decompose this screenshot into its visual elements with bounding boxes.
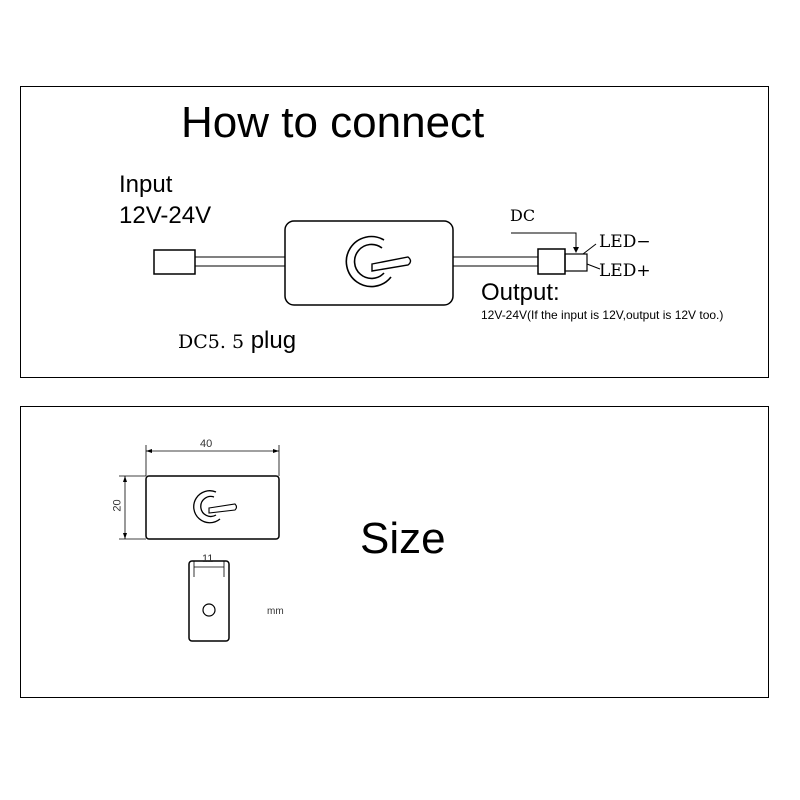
- side-view-hole: [202, 603, 216, 617]
- connect-panel: How to connect Input 12V-24V DC LED− LED…: [20, 86, 769, 378]
- dimension-length: 40: [200, 438, 213, 450]
- size-drawing: [119, 445, 280, 642]
- input-label: Input: [119, 171, 173, 198]
- plug-label: DC5. 5 plug: [178, 329, 296, 353]
- dimension-depth: 11: [202, 553, 214, 565]
- led-minus-label: LED−: [599, 232, 651, 252]
- wiring-diagram: [153, 220, 601, 306]
- output-plug-tip: [564, 253, 588, 272]
- input-voltage: 12V-24V: [119, 202, 212, 229]
- size-panel: Size 40 20 11 mm: [20, 406, 769, 698]
- switch-front-view: [145, 475, 280, 540]
- dc-label: DC: [510, 206, 536, 225]
- output-label: Output:: [481, 279, 560, 306]
- switch-side-view: [188, 560, 230, 642]
- output-note: 12V-24V(If the input is 12V,output is 12…: [481, 308, 724, 322]
- power-icon-small: [193, 490, 238, 524]
- power-icon: [345, 235, 412, 288]
- led-minus-leader: [582, 243, 597, 255]
- dimension-height: 20: [111, 499, 124, 512]
- led-plus-label: LED+: [599, 261, 651, 281]
- diagram-title: How to connect: [181, 98, 485, 147]
- size-title: Size: [360, 514, 446, 563]
- plug-code: DC5. 5: [178, 331, 245, 353]
- unit-label: mm: [267, 606, 284, 617]
- output-plug: [537, 248, 566, 275]
- switch-housing: [284, 220, 454, 306]
- input-plug: [153, 249, 196, 275]
- led-plus-leader: [586, 263, 601, 270]
- plug-word: plug: [244, 327, 297, 354]
- dc-arrow: [511, 232, 577, 250]
